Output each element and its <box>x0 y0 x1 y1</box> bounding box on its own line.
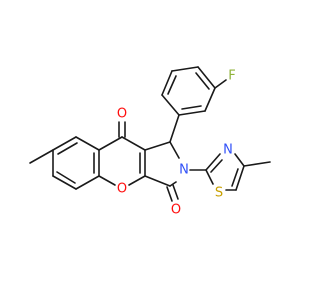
bond-phenyl-2 <box>161 70 173 96</box>
bond-methyl-aryl <box>29 149 54 164</box>
bond-pyran-c4-c3 <box>121 136 146 151</box>
bond-benzo-5-inner <box>56 171 76 184</box>
bond-phenyl-1 <box>161 94 180 116</box>
lactam-oxygen-label: O <box>171 203 181 218</box>
bond-aryl-attach <box>169 114 180 143</box>
bond-thiazole-s-c2 <box>205 169 214 185</box>
bond-lactam-1 <box>166 186 173 202</box>
fluorine-label: F <box>228 69 235 84</box>
bond-thiazole-c4-c5-inner <box>231 168 239 187</box>
bond-layer <box>29 66 271 202</box>
bond-lactam-2 <box>172 184 179 200</box>
molecule-structure: F O O O N N S <box>29 66 271 218</box>
bond-benzo-4 <box>75 175 100 190</box>
bond-thiazole-c2-n3-inner <box>210 159 223 173</box>
bond-benzo-2 <box>75 136 100 151</box>
bond-pyrrole-c3-c2 <box>144 175 171 187</box>
lactam-nitrogen-label: N <box>179 163 189 178</box>
bond-benzo-1-inner <box>57 142 78 155</box>
thiazole-nitrogen-label: N <box>223 143 233 158</box>
bond-phenyl-6 <box>178 110 206 116</box>
bond-phenyl-3 <box>171 66 199 72</box>
bond-thiazole-methyl <box>243 161 271 167</box>
bond-phenyl-5 <box>204 87 216 112</box>
bond-pyrrole-c3-c1 <box>144 141 171 151</box>
bond-thiazole-c4-c5 <box>235 165 245 191</box>
atom-label-layer: F O O O N N S <box>117 69 236 218</box>
bond-pyran-c2-o <box>128 175 146 186</box>
thiazole-sulfur-label: S <box>215 186 223 201</box>
bond-phenyl-6-inner <box>181 105 202 110</box>
structure-canvas: F O O O N N S <box>29 66 271 218</box>
bond-pyrrole-n-c3 <box>169 181 177 187</box>
bond-aryl-fluorine <box>214 79 227 89</box>
bond-pyrrole-c1-n <box>169 141 180 159</box>
bond-pyran-o-c8a <box>98 175 116 186</box>
ketone-oxygen-label: O <box>117 107 127 122</box>
bond-phenyl-2-inner <box>167 75 177 95</box>
bond-thiazole-c2-n3 <box>205 153 221 171</box>
bond-thiazole-n3-c4 <box>234 153 245 167</box>
bond-phenyl-4-inner <box>195 72 210 90</box>
bond-phenyl-4 <box>197 66 216 89</box>
bond-benzo-1 <box>52 136 77 151</box>
bond-pyran-c4a-c4 <box>98 136 123 151</box>
bond-benzo-5 <box>52 175 77 190</box>
ring-oxygen-label: O <box>117 182 127 197</box>
